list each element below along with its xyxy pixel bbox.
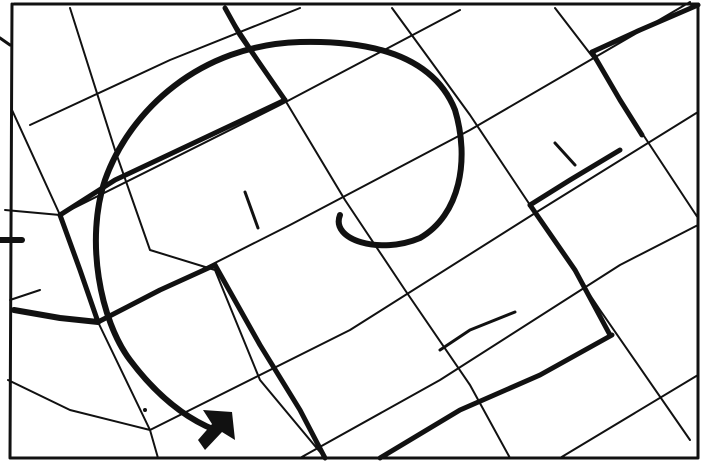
- dot-mark: [143, 408, 147, 412]
- bold-edge: [380, 335, 612, 458]
- arrowhead-icon: [198, 410, 235, 450]
- tick-mark: [245, 192, 258, 228]
- grid-line: [150, 112, 698, 430]
- bold-edge: [592, 5, 698, 52]
- bold-edge: [60, 215, 98, 322]
- tick-mark: [555, 143, 575, 165]
- bold-cell-edges: [14, 5, 698, 458]
- grid-lines-descending: [5, 8, 698, 458]
- grid-line: [300, 225, 698, 458]
- frame-border: [10, 4, 698, 458]
- bold-edge: [592, 52, 642, 135]
- grid-line: [560, 375, 698, 458]
- grid-lines-ascending: [10, 2, 698, 458]
- tick-mark: [440, 312, 515, 350]
- accent-ticks: [0, 38, 575, 412]
- bold-edge: [98, 265, 215, 322]
- edge-dash-mark: [0, 38, 10, 45]
- bold-edge: [530, 150, 620, 205]
- grid-line: [10, 290, 40, 300]
- grid-line: [5, 210, 60, 215]
- bold-edge: [14, 310, 98, 322]
